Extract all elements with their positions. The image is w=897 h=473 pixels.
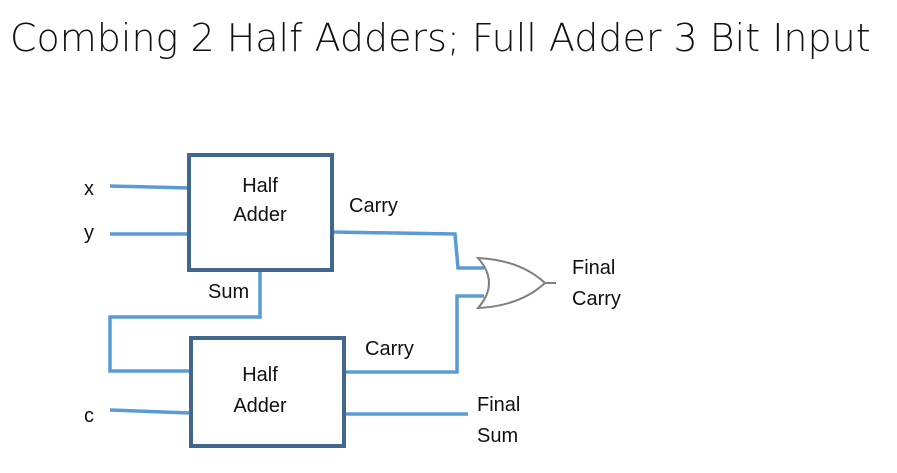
page-title: Combing 2 Half Adders; Full Adder 3 Bit … <box>10 16 871 60</box>
half-adder-2-label-line1: Half <box>242 364 278 386</box>
carry-2-label: Carry <box>365 338 414 360</box>
wire-carry-1-to-or <box>331 230 484 270</box>
half-adder-1-block <box>187 153 334 272</box>
carry-1-label: Carry <box>349 195 398 217</box>
half-adder-2-block <box>189 336 346 448</box>
or-gate <box>475 256 556 310</box>
half-adder-2-label-line2: Adder <box>233 395 287 417</box>
wire-carry-2-to-or <box>344 294 484 374</box>
half-adder-1-label-line2: Adder <box>233 204 287 226</box>
sum-label: Sum <box>208 281 249 303</box>
wires <box>108 184 484 416</box>
input-x-label: x <box>84 178 94 200</box>
input-c-label: c <box>84 405 94 427</box>
final-sum-label-line1: Final <box>477 394 520 416</box>
final-sum-label-line2: Sum <box>477 425 518 447</box>
wire-c-input <box>109 408 191 415</box>
or-gate-body <box>475 256 547 310</box>
final-carry-label-line1: Final <box>572 257 615 279</box>
half-adder-1-label-line1: Half <box>242 175 278 197</box>
input-y-label: y <box>84 222 94 244</box>
wire-sum-1-to-half-adder-2 <box>108 270 262 373</box>
wire-x-input <box>109 184 191 190</box>
final-carry-label-line2: Carry <box>572 288 621 310</box>
